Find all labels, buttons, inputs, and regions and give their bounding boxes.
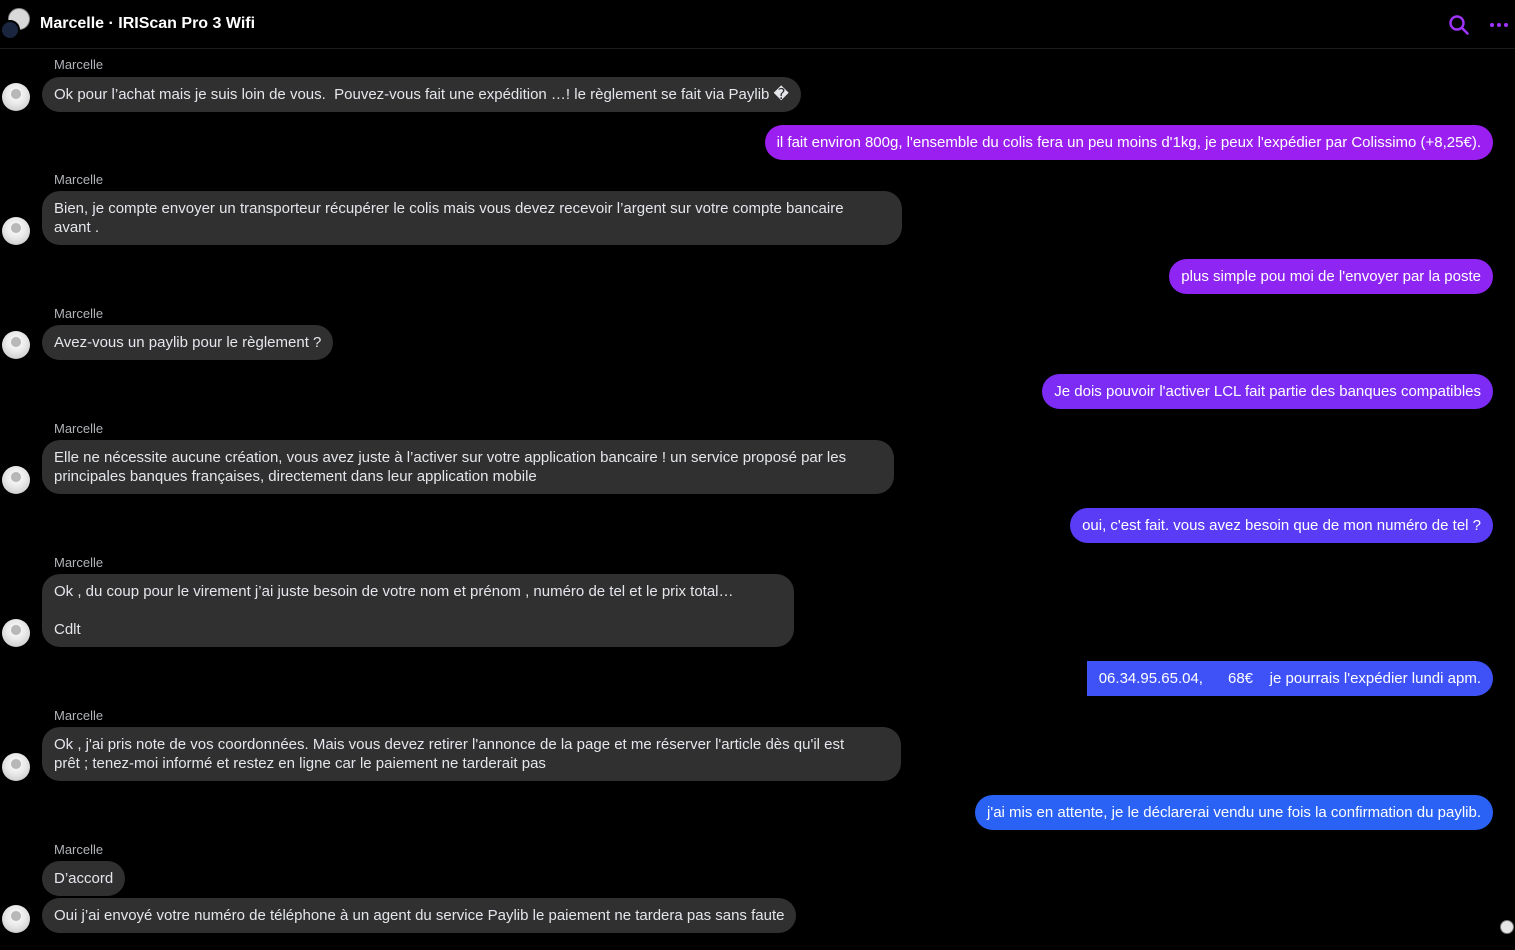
read-receipt-avatar-icon [1500,920,1514,934]
message-bubble-incoming[interactable]: Ok , j'ai pris note de vos coordonnées. … [42,727,901,781]
message-bubble-outgoing[interactable]: oui, c'est fait. vous avez besoin que de… [1070,508,1493,543]
sender-name: Marcelle [54,555,104,570]
message-bubble-incoming[interactable]: Avez-vous un paylib pour le règlement ? [42,325,334,360]
message-bubble-outgoing[interactable]: Je dois pouvoir l'activer LCL fait parti… [1042,374,1493,409]
avatar[interactable] [2,466,30,494]
message-bubble-outgoing[interactable]: 06.34.95.65.04, 68€ je pourrais l'expédi… [1086,661,1493,696]
avatar[interactable] [2,331,30,359]
message-bubble-incoming[interactable]: Bien, je compte envoyer un transporteur … [42,191,902,245]
chat-header: Marcelle · IRIScan Pro 3 Wifi [0,0,1515,49]
message-bubble-incoming[interactable]: Ok , du coup pour le virement j’ai juste… [42,574,794,647]
message-bubble-outgoing[interactable]: j'ai mis en attente, je le déclarerai ve… [975,795,1493,830]
message-bubble-incoming[interactable]: Ok pour l’achat mais je suis loin de vou… [42,77,801,112]
search-icon[interactable] [1448,14,1470,36]
message-bubble-incoming[interactable]: Oui j’ai envoyé votre numéro de téléphon… [42,898,797,933]
message-bubble-outgoing[interactable]: il fait environ 800g, l'ensemble du coli… [764,125,1493,160]
message-bubble-incoming[interactable]: D’accord [42,861,126,896]
sender-name: Marcelle [54,57,104,72]
avatar-self [0,20,20,40]
sender-name: Marcelle [54,842,104,857]
more-options-icon[interactable] [1488,14,1510,36]
message-bubble-outgoing[interactable]: plus simple pou moi de l'envoyer par la … [1169,259,1493,294]
avatar[interactable] [2,619,30,647]
sender-name: Marcelle [54,421,104,436]
sender-name: Marcelle [54,708,104,723]
avatar[interactable] [2,905,30,933]
group-avatar[interactable] [0,8,32,40]
avatar[interactable] [2,83,30,111]
sender-name: Marcelle [54,172,104,187]
message-bubble-incoming[interactable]: Elle ne nécessite aucune création, vous … [42,440,894,494]
avatar[interactable] [2,753,30,781]
sender-name: Marcelle [54,306,104,321]
avatar[interactable] [2,217,30,245]
chat-title[interactable]: Marcelle · IRIScan Pro 3 Wifi [40,15,256,32]
